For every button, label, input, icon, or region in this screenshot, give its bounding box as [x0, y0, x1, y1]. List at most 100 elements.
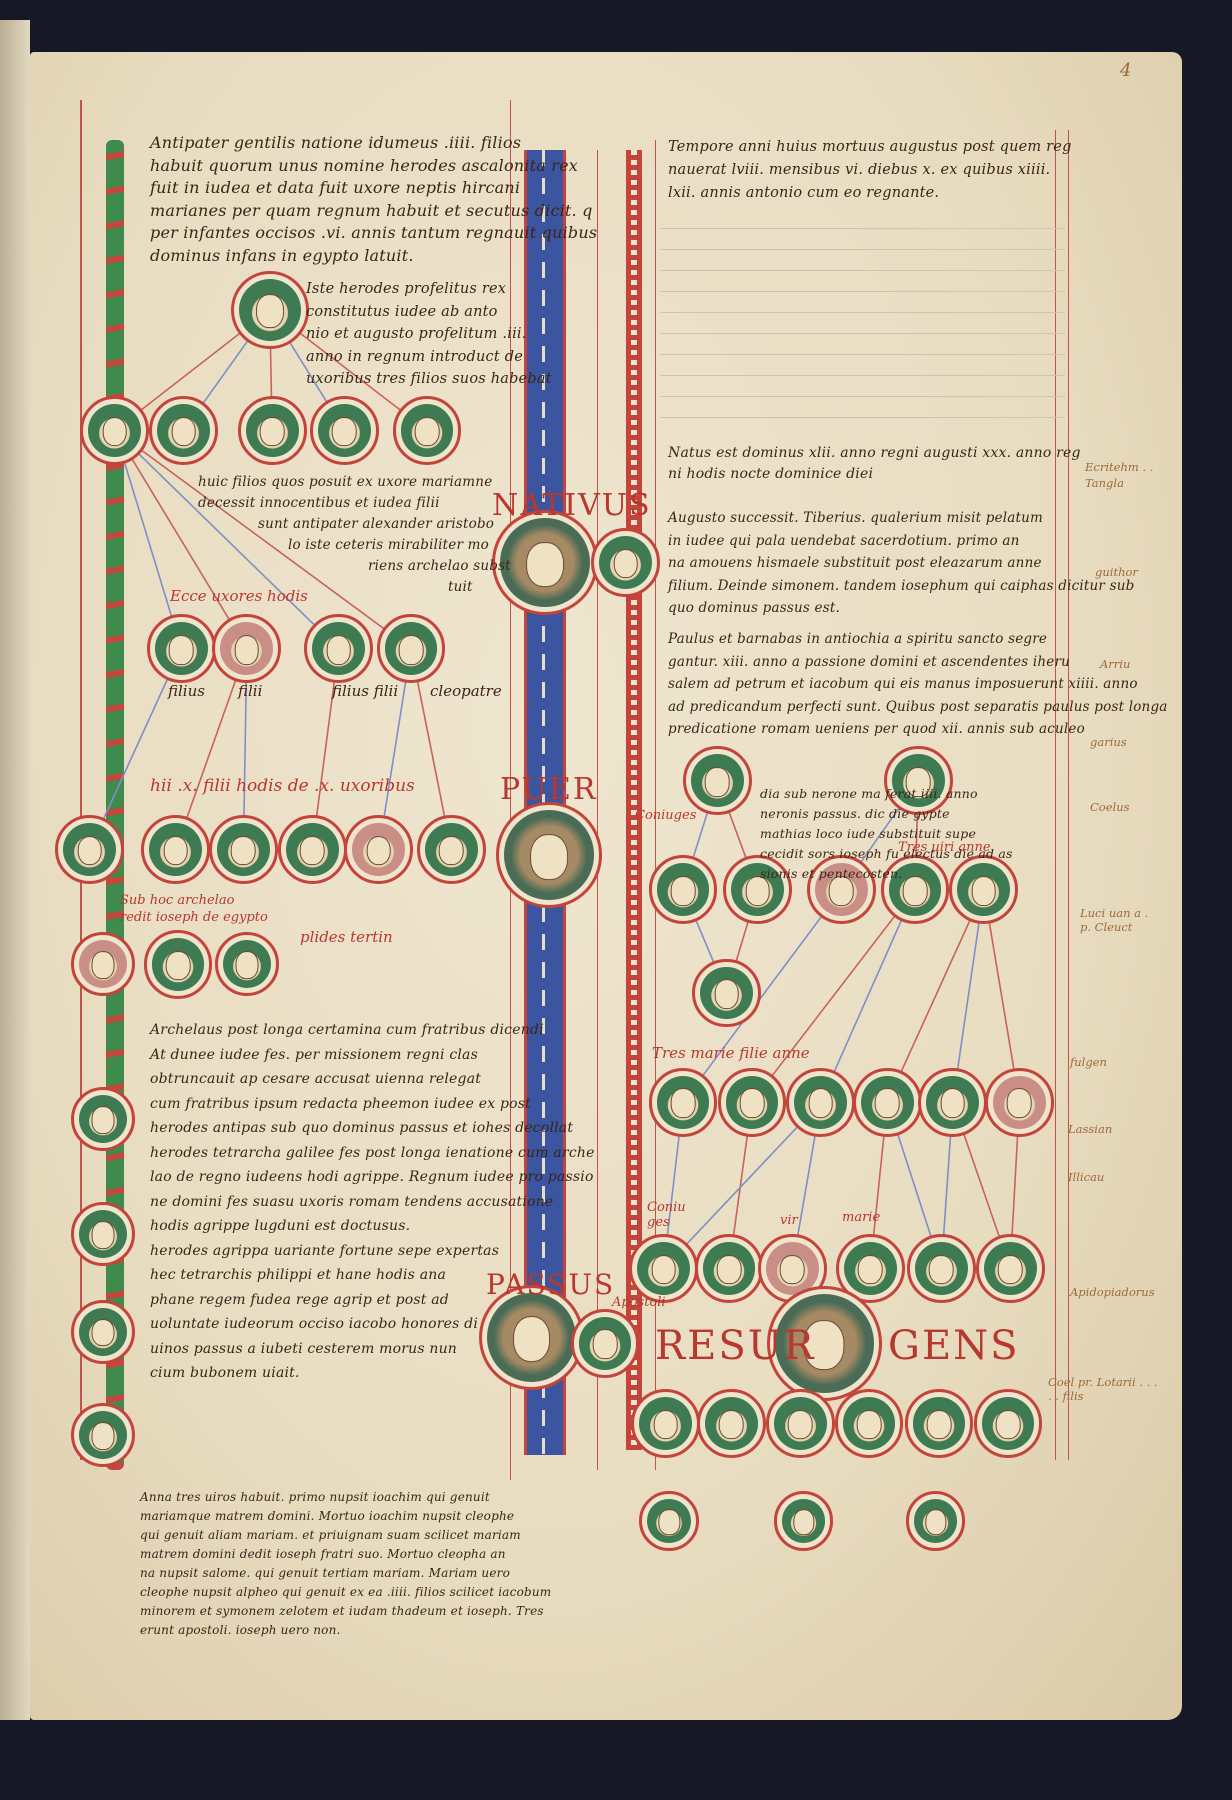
portrait-medallion — [984, 1067, 1054, 1137]
portrait-medallion — [648, 855, 718, 925]
portrait-face — [235, 951, 259, 980]
portrait-medallion — [71, 1087, 136, 1152]
portrait-face — [414, 416, 440, 447]
ruling-line — [660, 228, 1065, 229]
portrait-face — [857, 1254, 883, 1285]
portrait-medallion — [723, 855, 793, 925]
portrait-medallion — [692, 958, 762, 1028]
portrait-medallion — [344, 815, 414, 884]
heading-resur: RESUR — [655, 1323, 816, 1369]
portrait-face — [231, 835, 256, 866]
ruling-line — [660, 417, 1065, 418]
portrait-medallion — [277, 815, 347, 884]
portrait-medallion — [834, 1389, 904, 1458]
portrait-medallion — [141, 815, 211, 884]
portrait-medallion — [629, 1234, 698, 1303]
portrait-face — [995, 1409, 1021, 1440]
left-margin-rule — [80, 100, 82, 1460]
portrait-face — [779, 1254, 805, 1285]
portrait-face — [906, 767, 931, 797]
genealogy-link — [751, 889, 916, 1103]
heading-gens: GENS — [888, 1323, 1020, 1369]
ruling-line — [660, 354, 1065, 355]
antipater-paragraph: Antipater gentilis natione idumeus .iiii… — [150, 133, 598, 265]
genealogy-link — [662, 1101, 822, 1270]
portrait-medallion — [694, 1234, 764, 1303]
red-genealogy-column — [626, 150, 642, 1450]
portrait-face — [902, 876, 928, 906]
portrait-medallion — [212, 614, 282, 684]
portrait-medallion — [631, 1389, 701, 1458]
rubric-filii: filii — [238, 682, 263, 700]
portrait-face — [234, 635, 260, 665]
portrait-medallion — [71, 1299, 136, 1364]
column-rule — [597, 150, 598, 1470]
portrait-face — [940, 1088, 966, 1119]
portrait-face — [653, 1409, 679, 1440]
genealogy-link — [983, 889, 1021, 1103]
portrait-face — [714, 979, 739, 1010]
heading-natiuus: NATIVUS — [492, 488, 652, 523]
scene-medallion — [495, 802, 602, 909]
portrait-medallion — [852, 1067, 922, 1137]
margin-note: Coelus — [1090, 800, 1130, 814]
portrait-face — [787, 1409, 813, 1440]
scene-medallion — [492, 509, 599, 616]
portrait-medallion — [591, 528, 661, 597]
portrait-face — [971, 876, 997, 906]
right-margin-rule — [1068, 130, 1069, 1460]
genealogy-link — [114, 430, 248, 650]
ruling-line — [660, 291, 1065, 292]
genealogy-link — [114, 429, 340, 650]
portrait-medallion — [208, 815, 278, 884]
portrait-face — [739, 1088, 765, 1119]
portrait-face — [169, 635, 194, 665]
rubric-apostoli: Apostoli — [612, 1295, 666, 1310]
herodes-sons-note: huic filios quos posuit ex uxore mariamn… — [198, 474, 511, 595]
portrait-medallion — [143, 929, 213, 999]
rubric-uxores: Ecce uxores hodis — [170, 587, 308, 605]
portrait-face — [529, 834, 568, 881]
portrait-face — [526, 541, 565, 588]
genealogy-link — [88, 648, 183, 850]
portrait-face — [332, 416, 357, 447]
paulus-paragraph: Paulus et barnabas in antiochia a spirit… — [668, 631, 1168, 737]
natus-paragraph: Natus est dominus xlii. anno regni augus… — [668, 445, 1081, 482]
genealogy-link — [952, 889, 985, 1103]
rubric-redit: redit ioseph de egypto — [120, 910, 268, 925]
archelaus-paragraph: Archelaus post longa certamina cum fratr… — [150, 1022, 595, 1381]
portrait-face — [829, 876, 854, 906]
portrait-face — [651, 1254, 676, 1285]
heading-puer: PUER — [500, 772, 598, 807]
portrait-face — [745, 876, 770, 906]
portrait-medallion — [905, 1491, 966, 1551]
portrait-face — [366, 835, 392, 866]
portrait-medallion — [71, 932, 136, 997]
anna-note: Anna tres uiros habuit. primo nupsit ioa… — [140, 1490, 552, 1637]
portrait-face — [77, 835, 102, 866]
portrait-medallion — [376, 614, 446, 684]
rubric-tres-marie: Tres marie filie anne — [652, 1044, 810, 1062]
portrait-face — [929, 1254, 954, 1285]
portrait-medallion — [80, 396, 150, 465]
margin-note: fulgen — [1070, 1055, 1107, 1069]
rubric-decem-filii: hii .x. filii hodis de .x. uxoribus — [150, 776, 415, 796]
portrait-face — [926, 1409, 952, 1440]
portrait-medallion — [639, 1491, 700, 1551]
portrait-medallion — [648, 1067, 718, 1137]
portrait-medallion — [71, 1402, 136, 1468]
ruling-line — [660, 396, 1065, 397]
rubric-vir: vir — [780, 1213, 798, 1228]
rubric-marie: marie — [842, 1210, 881, 1225]
portrait-medallion — [786, 1067, 856, 1137]
portrait-face — [856, 1409, 882, 1440]
portrait-face — [792, 1509, 815, 1535]
portrait-medallion — [309, 396, 379, 465]
rubric-pfides: plides tertin — [300, 928, 393, 946]
heading-passus: PASSUS — [486, 1268, 616, 1301]
portrait-face — [326, 635, 351, 665]
margin-note: Luci uan a . p. Cleuct — [1080, 906, 1149, 934]
portrait-face — [91, 1221, 115, 1250]
genealogy-link — [682, 889, 843, 1103]
portrait-medallion — [975, 1234, 1045, 1303]
